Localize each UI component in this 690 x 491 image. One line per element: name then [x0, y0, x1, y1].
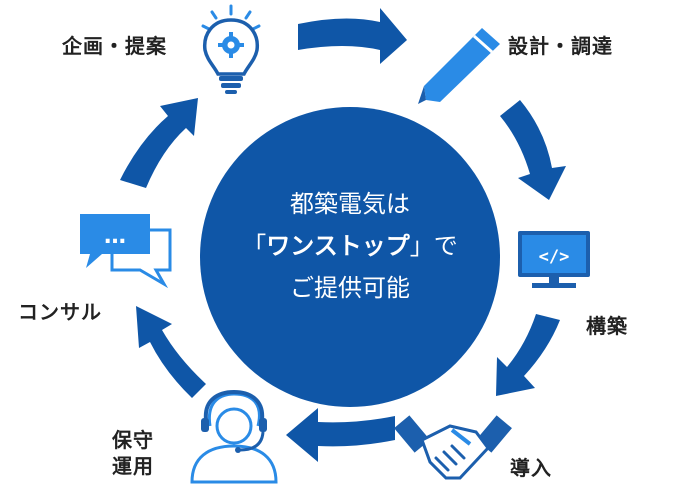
center-one-stop: ワンストップ: [266, 232, 410, 260]
monitor-code-text: </>: [539, 247, 570, 267]
arrow-build-to-introduce: [496, 314, 560, 396]
lightbulb-gear-icon: [201, 4, 261, 94]
center-line-3: ご提供可能: [290, 274, 410, 302]
center-bracket-close: 」で: [409, 232, 458, 260]
monitor-code-icon: </>: [518, 231, 590, 288]
center-bracket-open: 「: [242, 232, 267, 260]
stage-label-maintain-2: 運用: [112, 454, 154, 478]
center-line-2: 「ワンストップ」で: [205, 225, 495, 267]
center-message: 都築電気は 「ワンストップ」で ご提供可能: [205, 183, 495, 309]
stage-label-introduce: 導入: [510, 456, 552, 480]
arrow-maintain-to-consult: [136, 306, 206, 398]
arrow-introduce-to-maintain: [286, 408, 395, 462]
center-line-1: 都築電気は: [290, 190, 410, 218]
center-circle: [200, 107, 500, 407]
handshake-icon: [394, 415, 512, 480]
headset-operator-icon: [190, 389, 278, 484]
stage-label-maintain-1: 保守: [112, 428, 154, 452]
pencil-icon: [418, 28, 500, 104]
stage-label-consult: コンサル: [18, 300, 102, 324]
chat-bubbles-icon: …: [80, 214, 172, 289]
arrow-plan-to-design: [298, 8, 407, 64]
stage-label-build: 構築: [586, 314, 628, 338]
chat-dots-text: …: [104, 224, 126, 249]
stage-label-design: 設計・調達: [508, 34, 613, 58]
arrow-design-to-build: [500, 100, 566, 200]
arrow-consult-to-plan: [120, 98, 198, 188]
stage-label-plan: 企画・提案: [62, 34, 167, 58]
